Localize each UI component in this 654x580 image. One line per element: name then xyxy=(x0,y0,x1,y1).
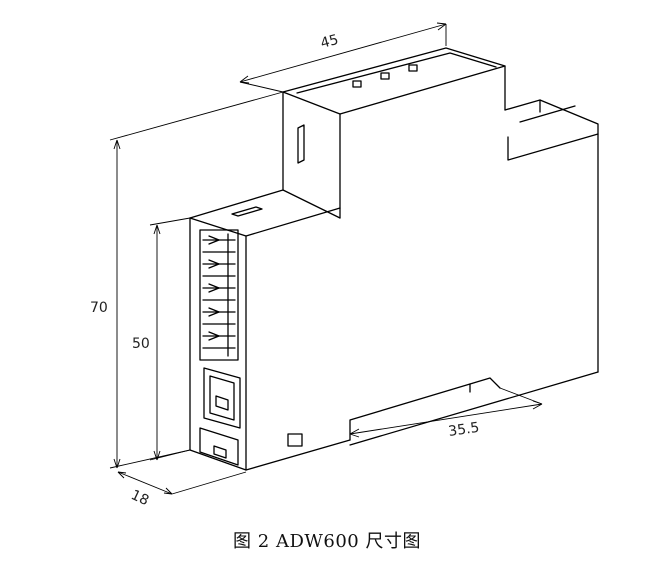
dimension-label-18: 18 xyxy=(128,487,151,509)
dimension-label-45: 45 xyxy=(319,32,340,52)
figure-caption: 图 2 ADW600 尺寸图 xyxy=(233,531,421,552)
upper-housing xyxy=(282,65,506,219)
top-face xyxy=(282,47,506,115)
dimension-label-35-5: 35.5 xyxy=(447,420,480,440)
dimension-50 xyxy=(149,217,191,461)
dimension-18 xyxy=(117,471,247,495)
din-rail-groove xyxy=(349,377,501,441)
front-module xyxy=(189,189,351,471)
dimension-45 xyxy=(239,22,447,93)
rj45-port xyxy=(203,367,241,429)
dimension-70 xyxy=(109,91,284,469)
dimension-label-70: 70 xyxy=(90,300,108,316)
dimension-35-5 xyxy=(349,387,543,438)
bottom-clip xyxy=(199,427,303,466)
terminal-block xyxy=(199,229,239,361)
right-body xyxy=(349,99,599,446)
dimension-label-50: 50 xyxy=(132,336,150,352)
